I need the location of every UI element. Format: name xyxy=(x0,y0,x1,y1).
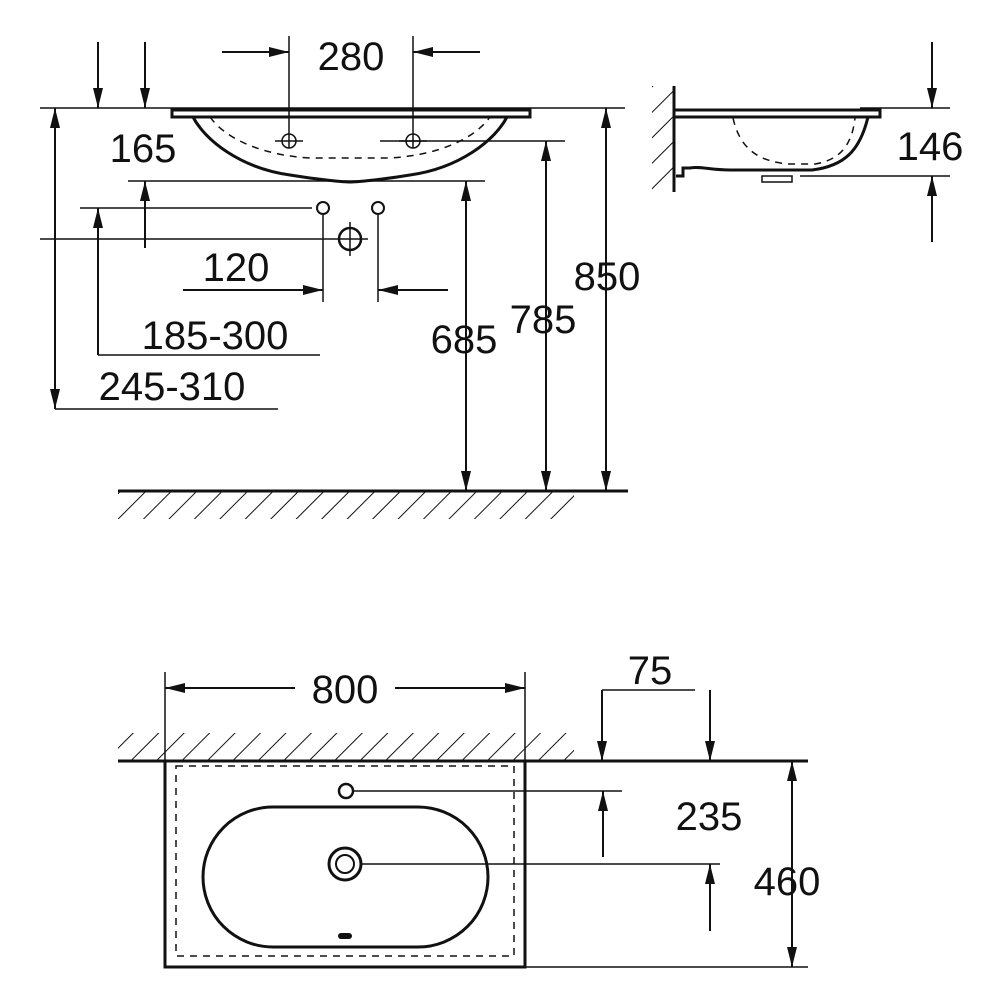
top-view xyxy=(118,672,808,969)
supply-connector-right xyxy=(371,201,385,215)
dim-label-460: 460 xyxy=(754,860,821,904)
dim-label-165: 165 xyxy=(110,127,177,171)
dim-label-146: 146 xyxy=(897,125,964,169)
front-view-labels: 280 165 120 185-300 245-310 685 785 850 xyxy=(99,35,641,409)
side-view-labels: 146 xyxy=(897,125,964,169)
basin-side xyxy=(674,108,882,183)
dim-label-75: 75 xyxy=(628,649,673,693)
drain-outer xyxy=(327,846,363,882)
dim-label-280: 280 xyxy=(318,35,385,79)
wall-hatch-side xyxy=(652,86,674,192)
floor-hatch xyxy=(118,491,574,519)
dim-label-245-310: 245-310 xyxy=(99,365,246,409)
dim-label-235: 235 xyxy=(676,795,743,839)
tap-hole xyxy=(337,782,355,800)
dim-label-785: 785 xyxy=(510,298,577,342)
drain-inner xyxy=(335,854,355,874)
top-view-labels: 800 75 235 460 xyxy=(312,649,821,904)
overflow-slot xyxy=(338,933,352,939)
dim-label-800: 800 xyxy=(312,668,379,712)
front-view xyxy=(40,36,628,519)
wall-hatch-top xyxy=(118,733,574,761)
dim-label-685: 685 xyxy=(431,318,498,362)
supply-connector-left xyxy=(316,201,330,215)
dim-label-120: 120 xyxy=(203,246,270,290)
dim-label-185-300: 185-300 xyxy=(142,314,289,358)
basin-front xyxy=(170,108,532,184)
dim-label-850: 850 xyxy=(574,255,641,299)
side-view xyxy=(652,42,950,242)
